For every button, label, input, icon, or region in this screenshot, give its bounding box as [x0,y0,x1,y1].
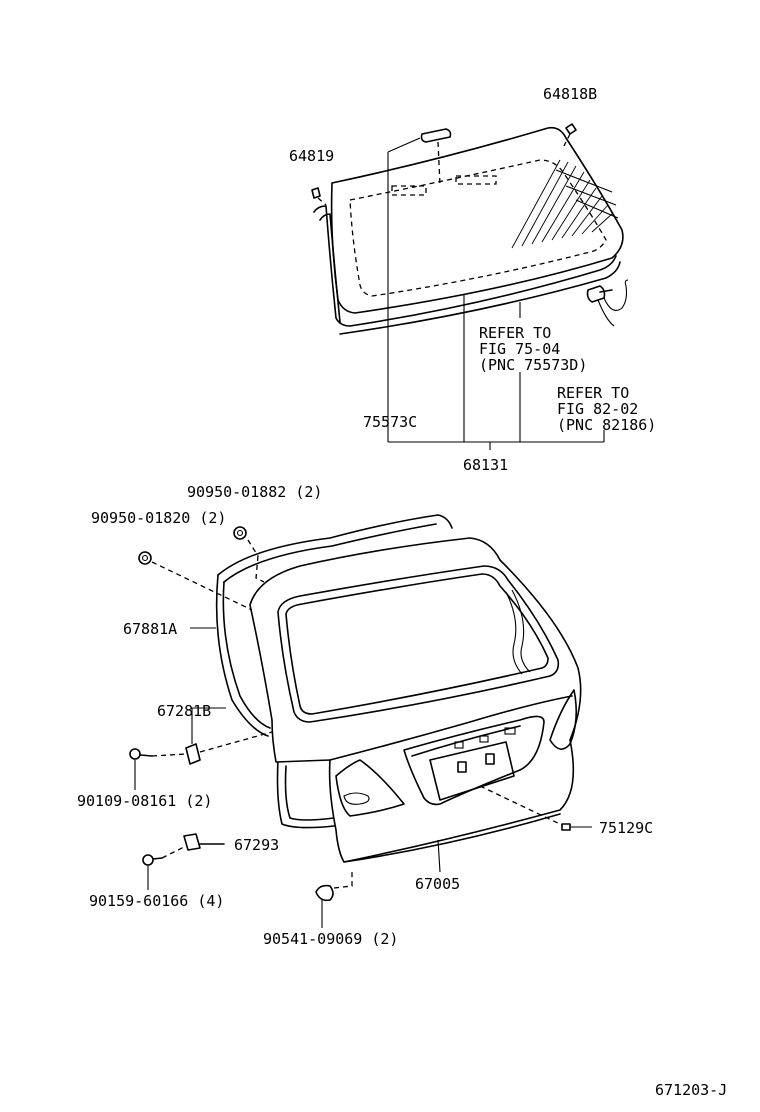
label-refer-82-l1: REFER TO [557,384,629,402]
stop-lamp-cover [420,128,452,186]
label-refer-82-l2: FIG 82-02 [557,400,638,418]
defogger-connector [586,279,629,327]
label-67281b: 67281B [157,702,211,720]
label-refer-75-l3: (PNC 75573D) [479,356,587,374]
label-67005: 67005 [415,875,460,893]
label-64818b: 64818B [543,85,597,103]
label-90109-08161: 90109-08161 (2) [77,792,212,810]
grommet-90950-01882 [233,526,265,583]
back-door-weatherstrip [215,514,453,829]
label-67293: 67293 [234,836,279,854]
label-90159-60166: 90159-60166 (4) [89,892,224,910]
label-64819: 64819 [289,147,334,165]
back-door-panel [249,537,582,863]
label-90950-01820: 90950-01820 (2) [91,509,226,527]
label-68131: 68131 [463,456,508,474]
upper-leader-lines [387,137,605,450]
cushion-90541-09069 [315,870,353,902]
bolt-90109-08161 [129,748,187,760]
defogger-grid [511,159,619,249]
diagram-code: 671203-J [655,1081,727,1099]
label-refer-75-l2: FIG 75-04 [479,340,560,358]
label-refer-75-l1: REFER TO [479,324,551,342]
label-67881a: 67881A [123,620,177,638]
bolt-90159-60166 [142,845,187,866]
lower-leader-lines [134,627,592,928]
hinge-67281b [185,731,273,765]
callout-labels: 64818B 64819 REFER TO FIG 75-04 (PNC 755… [77,85,727,1099]
grommet-90950-01820 [138,551,253,611]
label-90950-01882: 90950-01882 (2) [187,483,322,501]
clip-64819 [311,187,327,206]
label-90541-09069: 90541-09069 (2) [263,930,398,948]
clip-64818b [563,123,577,147]
label-refer-82-l3: (PNC 82186) [557,416,656,434]
label-75573c: 75573C [363,413,417,431]
glass-molding [313,205,621,335]
label-75129c: 75129C [599,819,653,837]
hinge-67293 [183,833,225,851]
rear-window-glass [330,126,624,314]
